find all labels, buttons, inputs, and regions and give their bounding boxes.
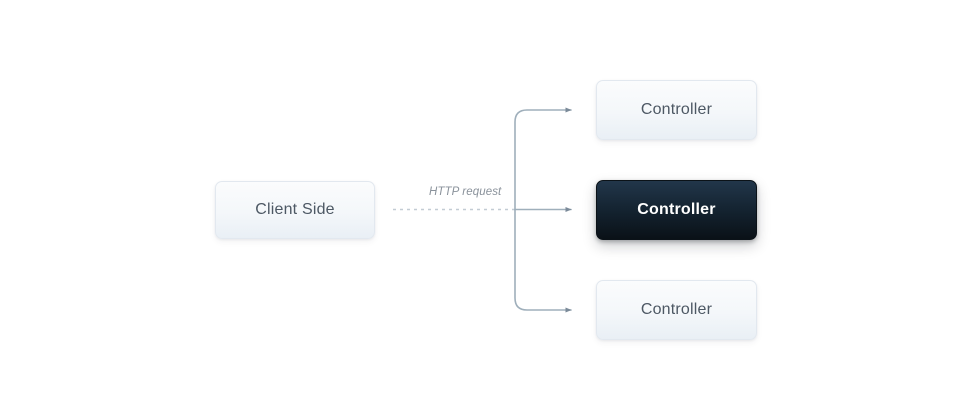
controller-node-active[interactable]: Controller [596, 180, 757, 240]
controller-top-label: Controller [640, 101, 713, 118]
controller-bottom-label: Controller [640, 301, 713, 318]
http-request-label: HTTP request [429, 186, 502, 198]
client-side-node[interactable]: Client Side [215, 181, 375, 239]
branch-trunk-top [514, 107, 572, 211]
controller-node-bottom[interactable]: Controller [596, 280, 757, 340]
controller-node-top[interactable]: Controller [596, 80, 757, 140]
controller-active-label: Controller [637, 201, 716, 218]
client-side-label: Client Side [255, 201, 335, 218]
branch-trunk-bottom [514, 208, 572, 313]
